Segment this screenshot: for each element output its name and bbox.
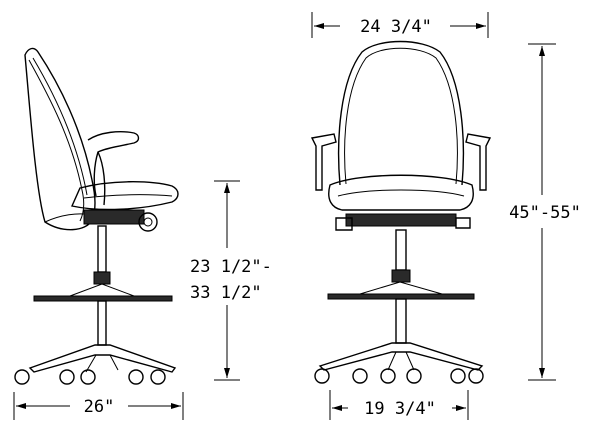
side-mechanism	[83, 209, 145, 225]
side-depth-label: 26"	[84, 397, 115, 417]
base-width-label: 19 3/4"	[364, 399, 436, 419]
front-armrest-left	[310, 133, 337, 191]
dimension-base-width: 19 3/4"	[329, 390, 469, 420]
front-mechanism	[345, 213, 457, 227]
side-armrest	[87, 131, 140, 197]
side-view-chair	[14, 47, 179, 385]
front-width-label: 24 3/4"	[360, 17, 432, 37]
side-base	[28, 344, 177, 373]
side-seat-knob	[138, 212, 158, 232]
side-backrest	[24, 47, 96, 231]
side-seat	[71, 181, 179, 211]
front-backrest	[337, 40, 465, 186]
side-casters	[14, 369, 166, 385]
seat-height-label-line2: 33 1/2"	[190, 283, 262, 303]
front-armrest-right	[465, 133, 492, 191]
dimension-overall-height: 45"-55"	[509, 43, 581, 381]
dimension-front-width: 24 3/4"	[311, 12, 489, 38]
front-seat	[328, 174, 474, 211]
front-gas-cylinder	[395, 229, 407, 271]
dimension-side-depth: 26"	[13, 392, 184, 420]
front-foot-ring	[327, 293, 475, 300]
front-base	[318, 342, 484, 371]
front-casters	[314, 368, 484, 384]
side-foot-ring	[33, 295, 173, 302]
seat-height-label-line1: 23 1/2"-	[190, 257, 272, 277]
front-view-chair	[310, 40, 492, 384]
overall-height-label: 45"-55"	[509, 203, 581, 223]
side-gas-cylinder	[97, 225, 107, 273]
dimension-seat-height: 23 1/2"- 33 1/2"	[190, 180, 272, 381]
